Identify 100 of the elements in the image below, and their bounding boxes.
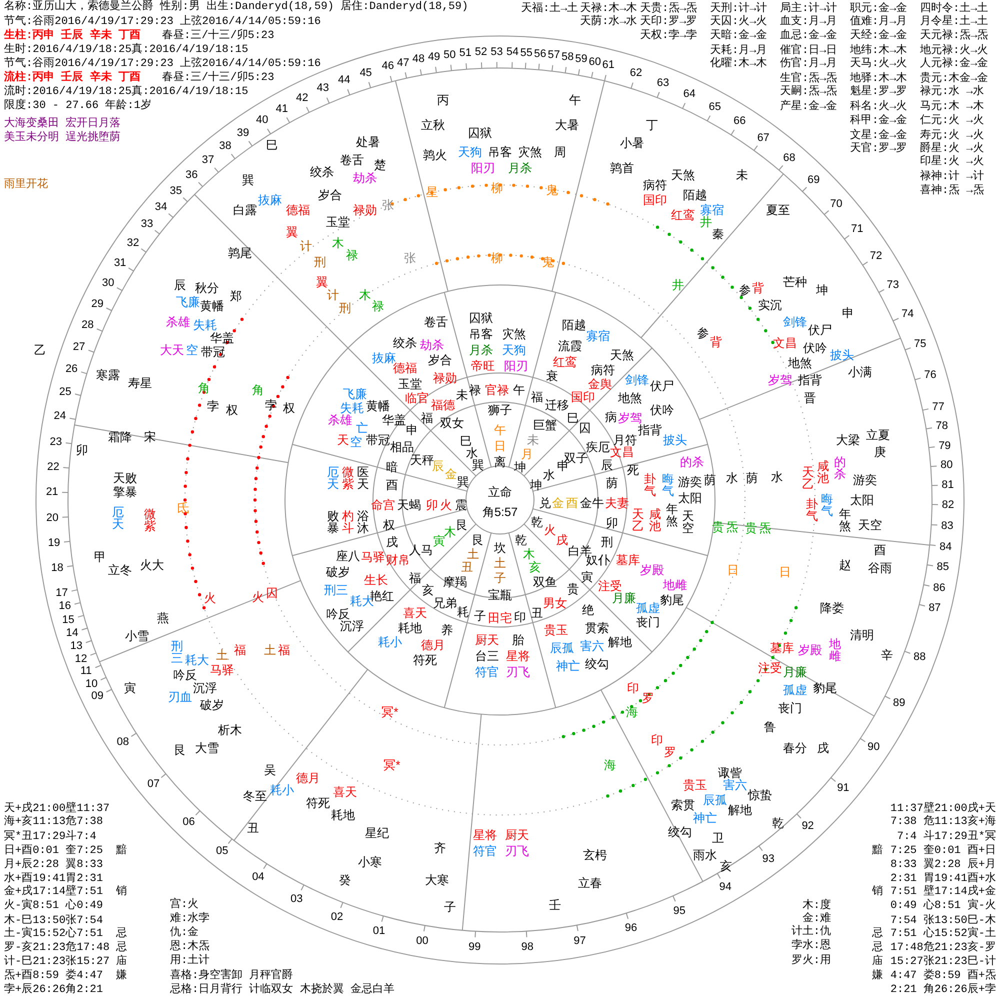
- info-text: 天囚:火→火: [710, 16, 768, 28]
- chart-label: 囚狱: [468, 127, 492, 139]
- chart-label: 水: [771, 471, 783, 483]
- chart-label: 带冠: [201, 346, 225, 358]
- chart-label: 孛: [207, 400, 219, 412]
- degree-number: 19: [48, 536, 60, 549]
- chart-label: 印: [627, 682, 639, 694]
- info-text: 宫:火: [170, 899, 199, 911]
- chart-label: 天秤: [410, 454, 434, 466]
- chart-label: 符死: [306, 797, 330, 809]
- degree-number: 34: [154, 201, 168, 214]
- chart-label: 擎暴: [113, 486, 137, 498]
- info-text: 值难:月→月: [850, 16, 908, 28]
- info-text: 化曜:木→木: [710, 58, 768, 70]
- chart-label: 剑锋: [625, 374, 649, 386]
- chart-label: 午: [494, 424, 506, 436]
- chart-label: 权: [226, 404, 238, 416]
- chart-label: 空: [186, 344, 198, 356]
- chart-label: 福德: [431, 399, 455, 411]
- chart-label: 帝旺: [471, 360, 495, 372]
- degree-number: 11: [80, 665, 92, 678]
- info-text: 天嗣:炁→炁: [780, 86, 838, 98]
- degree-number: 30: [102, 276, 114, 289]
- chart-label: 厄天: [112, 506, 124, 530]
- chart-label: 坎: [494, 542, 506, 554]
- info-text: 节气:谷雨2016/4/19/17:29:23 上弦2016/4/14/05:59:16: [4, 16, 321, 28]
- chart-label: 贯索: [585, 622, 609, 634]
- info-text: 海+亥11:13危7:38: [4, 816, 104, 828]
- degree-number: 21: [46, 486, 58, 498]
- chart-label: 雨水: [693, 849, 717, 861]
- chart-label: 解地: [608, 636, 632, 648]
- info-text: 忌: [872, 928, 883, 940]
- chart-label: 午: [513, 384, 525, 396]
- chart-label: 阳刃: [504, 360, 528, 372]
- chart-label: 大寒: [425, 874, 449, 886]
- info-text: 血支:月→月: [780, 16, 838, 28]
- info-text: 恩:木炁: [170, 941, 210, 953]
- chart-label: 绞勾: [668, 826, 692, 838]
- degree-number: 56: [534, 48, 546, 60]
- chart-label: 奴仆: [586, 554, 610, 566]
- chart-label: 计: [300, 240, 312, 252]
- chart-label: 寅: [581, 571, 593, 583]
- chart-label: 星将: [506, 650, 530, 662]
- chart-label: 福: [409, 572, 421, 584]
- info-text: 天荫:水→水: [580, 16, 638, 28]
- chart-label: 巳: [460, 435, 472, 447]
- info-text: 节气:谷雨2016/4/19/17:29:23 上弦2016/4/14/05:59:16: [4, 58, 321, 70]
- chart-label: 丧门: [636, 616, 660, 628]
- chart-label: 注受: [758, 662, 782, 674]
- info-text: 7:54 张13:50巳-木: [890, 915, 996, 927]
- chart-label: 陌越: [562, 319, 586, 331]
- chart-label: 刃飞: [506, 666, 530, 678]
- info-text: 仇:金: [170, 927, 199, 939]
- degree-number: 74: [902, 308, 914, 320]
- degree-number: 95: [673, 904, 686, 917]
- chart-label: 墓库: [616, 554, 640, 566]
- degree-number: 64: [683, 88, 696, 100]
- degree-number: 81: [942, 478, 954, 491]
- degree-number: 28: [81, 318, 94, 331]
- info-text: 印星:火 →火: [920, 156, 984, 168]
- degree-number: 90: [867, 741, 880, 754]
- info-text: 11:37壁21:00戌+天: [890, 803, 996, 815]
- chart-label: 卷舌: [424, 316, 448, 328]
- chart-label: 国印: [571, 391, 595, 403]
- chart-label: 巽: [472, 459, 484, 471]
- chart-label: 马驿: [361, 551, 385, 563]
- chart-label: 申: [842, 307, 854, 319]
- info-text: 局主:计→计: [780, 3, 838, 15]
- chart-label: 失耗: [193, 319, 217, 331]
- info-text: 忌: [872, 942, 883, 954]
- chart-label: 福: [421, 412, 433, 424]
- chart-label: 注受: [598, 580, 622, 592]
- chart-label: 财帛: [386, 554, 410, 566]
- chart-label: 火大: [140, 559, 164, 571]
- chart-label: 吴: [264, 764, 276, 776]
- chart-label: 披头: [830, 349, 854, 361]
- chart-label: 辰: [174, 279, 186, 291]
- chart-label: 谷雨: [868, 562, 892, 574]
- chart-label: 月杀: [469, 344, 493, 356]
- chart-label: 破岁: [200, 699, 224, 711]
- degree-number: 69: [807, 174, 820, 186]
- chart-label: 杓斗: [342, 510, 354, 534]
- info-text: 喜神:炁 →炁: [920, 185, 984, 197]
- chart-label: 亥: [422, 584, 434, 596]
- chart-label: 沉浮: [340, 620, 364, 632]
- degree-number: 82: [942, 498, 954, 511]
- info-text: 计-巳21:23张15:27: [4, 956, 110, 968]
- chart-label: 地雌: [663, 579, 687, 591]
- chart-label: 丑: [247, 822, 259, 834]
- chart-label: 刃血: [168, 691, 192, 703]
- degree-number: 45: [360, 66, 372, 79]
- chart-label: 寡宿: [586, 330, 610, 342]
- degree-number: 80: [940, 459, 953, 472]
- chart-label: 禄勋: [353, 204, 377, 216]
- chart-label: 土: [216, 649, 228, 661]
- chart-label: 吟反: [173, 669, 197, 681]
- chart-label: 浴沐: [357, 510, 369, 534]
- chart-label: 酉: [386, 479, 398, 491]
- chart-label: 巽: [242, 174, 254, 186]
- chart-label: 处暑: [356, 136, 380, 148]
